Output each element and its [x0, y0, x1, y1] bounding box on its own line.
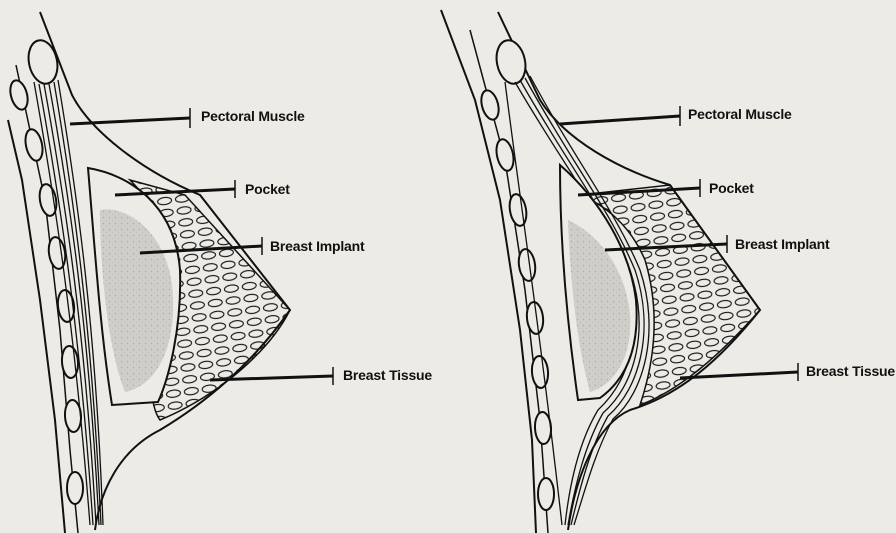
label-pocket: Pocket	[709, 180, 754, 196]
label-breast-tissue: Breast Tissue	[806, 363, 895, 379]
ribs	[7, 38, 83, 504]
chest-wall-outline	[8, 120, 65, 533]
diagram-submuscular: Pectoral Muscle Pocket Breast Implant Br…	[441, 10, 895, 533]
label-pocket: Pocket	[245, 181, 290, 197]
diagram-subglandular: Pectoral Muscle Pocket Breast Implant Br…	[7, 12, 432, 533]
label-breast-tissue: Breast Tissue	[343, 367, 432, 383]
label-breast-implant: Breast Implant	[270, 238, 365, 254]
label-breast-implant: Breast Implant	[735, 236, 830, 252]
label-pectoral-muscle: Pectoral Muscle	[688, 106, 792, 122]
label-pectoral-muscle: Pectoral Muscle	[201, 108, 305, 124]
